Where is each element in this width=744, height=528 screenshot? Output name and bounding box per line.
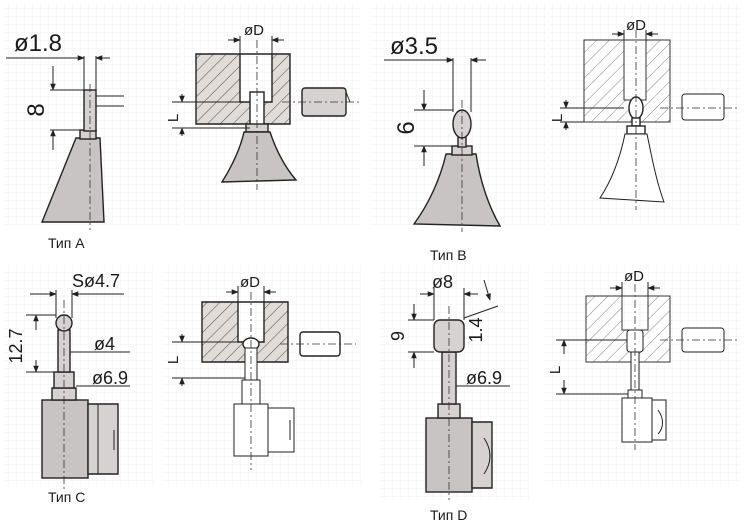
type-c-sphere-label: Sø4.7	[72, 271, 120, 291]
setup-a-depth-label: L	[165, 114, 182, 122]
setup-a-figure	[172, 36, 362, 190]
type-a-anvil	[6, 55, 124, 230]
type-a-height-label: 8	[23, 103, 50, 116]
setup-b-depth-label: L	[549, 114, 566, 122]
type-c-anvil	[26, 290, 130, 490]
type-b-caption: Тип В	[430, 247, 467, 263]
type-d-height-label: 9	[388, 331, 408, 341]
type-d-angle-label: 1.4	[466, 317, 486, 342]
type-d-caption: Тип D	[430, 507, 467, 523]
type-d-diameter-label: ø8	[432, 272, 453, 292]
type-c-height-label: 12.7	[6, 328, 26, 363]
type-c-caption: Тип С	[48, 489, 85, 505]
type-b-diameter-label: ø3.5	[390, 33, 438, 60]
setup-d-figure	[556, 282, 740, 450]
setup-a-bore-label: øD	[244, 22, 264, 39]
type-c-stem-label: ø4	[94, 334, 115, 354]
setup-d-bore-label: øD	[624, 268, 644, 285]
type-b-anvil	[384, 57, 502, 232]
setup-c-bore-label: øD	[240, 274, 260, 291]
setup-b-bore-label: øD	[626, 17, 646, 34]
grid-cell-d2	[545, 265, 740, 487]
type-a-diameter-label: ø1.8	[14, 30, 62, 57]
setup-c-figure	[172, 286, 356, 470]
type-d-collar-label: ø6.9	[466, 368, 502, 388]
setup-c-depth-label: L	[165, 356, 182, 364]
type-d-anvil	[408, 279, 510, 500]
type-c-collar-label: ø6.9	[92, 368, 128, 388]
setup-b-figure	[560, 30, 740, 210]
type-a-caption: Тип А	[48, 235, 85, 251]
type-b-height-label: 6	[393, 121, 420, 134]
setup-d-depth-label: L	[547, 366, 564, 374]
